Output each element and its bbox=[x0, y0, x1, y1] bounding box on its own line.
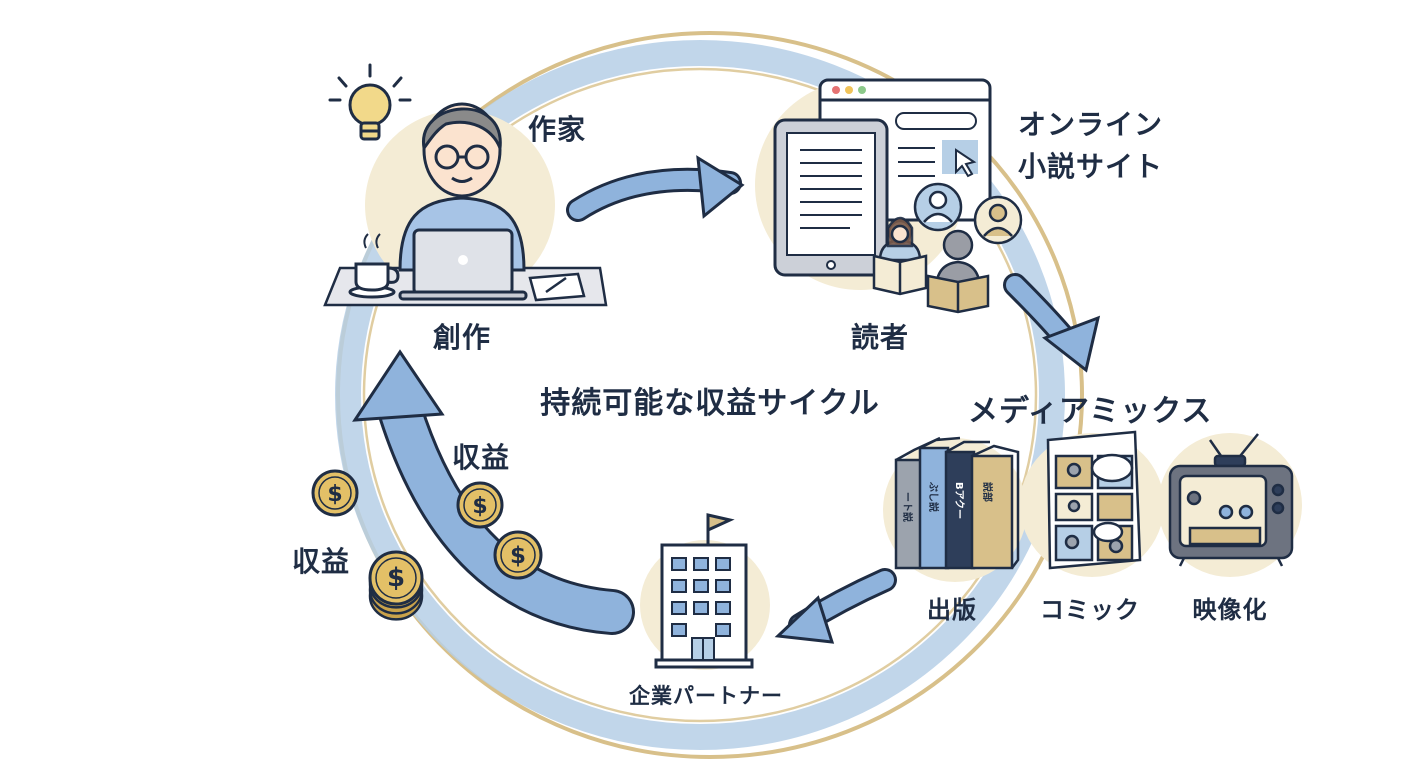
svg-text:$: $ bbox=[387, 563, 405, 593]
site-label-line2: 小説サイト bbox=[1018, 150, 1164, 183]
lightbulb-icon bbox=[328, 63, 412, 141]
reader-person-icon bbox=[926, 229, 990, 314]
arrow-head-icon bbox=[774, 595, 835, 644]
laptop-icon bbox=[398, 228, 528, 301]
site-caption: 読者 bbox=[850, 321, 910, 354]
books-icon bbox=[894, 436, 1020, 570]
media-caption-comic: コミック bbox=[1040, 596, 1140, 624]
cycle-ring bbox=[335, 31, 1084, 759]
reader-person-icon bbox=[872, 216, 928, 296]
svg-text:$: $ bbox=[327, 482, 342, 507]
reader-avatar-icon bbox=[913, 182, 963, 232]
media-caption-publishing: 出版 bbox=[927, 596, 977, 624]
arrow-head-icon bbox=[1041, 315, 1101, 373]
site-label: オンライン 小説サイト bbox=[1018, 104, 1163, 188]
svg-text:$: $ bbox=[472, 494, 487, 519]
site-label-line1: オンライン bbox=[1018, 108, 1164, 141]
arrow-head-icon bbox=[352, 349, 445, 422]
svg-text:$: $ bbox=[510, 543, 526, 569]
arrow-partner-to-writer bbox=[380, 390, 632, 632]
media-caption-anime: 映像化 bbox=[1192, 596, 1268, 624]
writer-label: 作家 bbox=[528, 113, 587, 146]
revenue-label-outer: 収益 bbox=[292, 545, 351, 578]
reader-avatar-icon bbox=[973, 195, 1023, 245]
media-label: メディアミックス bbox=[968, 394, 1213, 429]
coffee-cup-icon bbox=[348, 233, 400, 299]
cursor-icon bbox=[955, 148, 977, 178]
office-building-icon bbox=[654, 513, 754, 669]
revenue-label-inner: 収益 bbox=[452, 441, 511, 474]
coin-group: $ $ $ $ bbox=[311, 469, 543, 621]
coin-icon: $ bbox=[456, 481, 504, 529]
writer-caption: 創作 bbox=[432, 321, 492, 354]
coin-icon: $ bbox=[311, 469, 359, 517]
cycle-title: 持続可能な収益サイクル bbox=[540, 386, 880, 421]
tablet-icon bbox=[773, 118, 889, 277]
coin-icon: $ bbox=[493, 530, 543, 580]
notebook-icon bbox=[528, 272, 586, 302]
coin-icon: $ bbox=[368, 550, 424, 621]
tv-icon bbox=[1168, 433, 1294, 567]
partner-caption: 企業パートナー bbox=[629, 684, 783, 708]
arrow-head-icon bbox=[696, 155, 745, 219]
comic-page-icon bbox=[1046, 430, 1142, 570]
